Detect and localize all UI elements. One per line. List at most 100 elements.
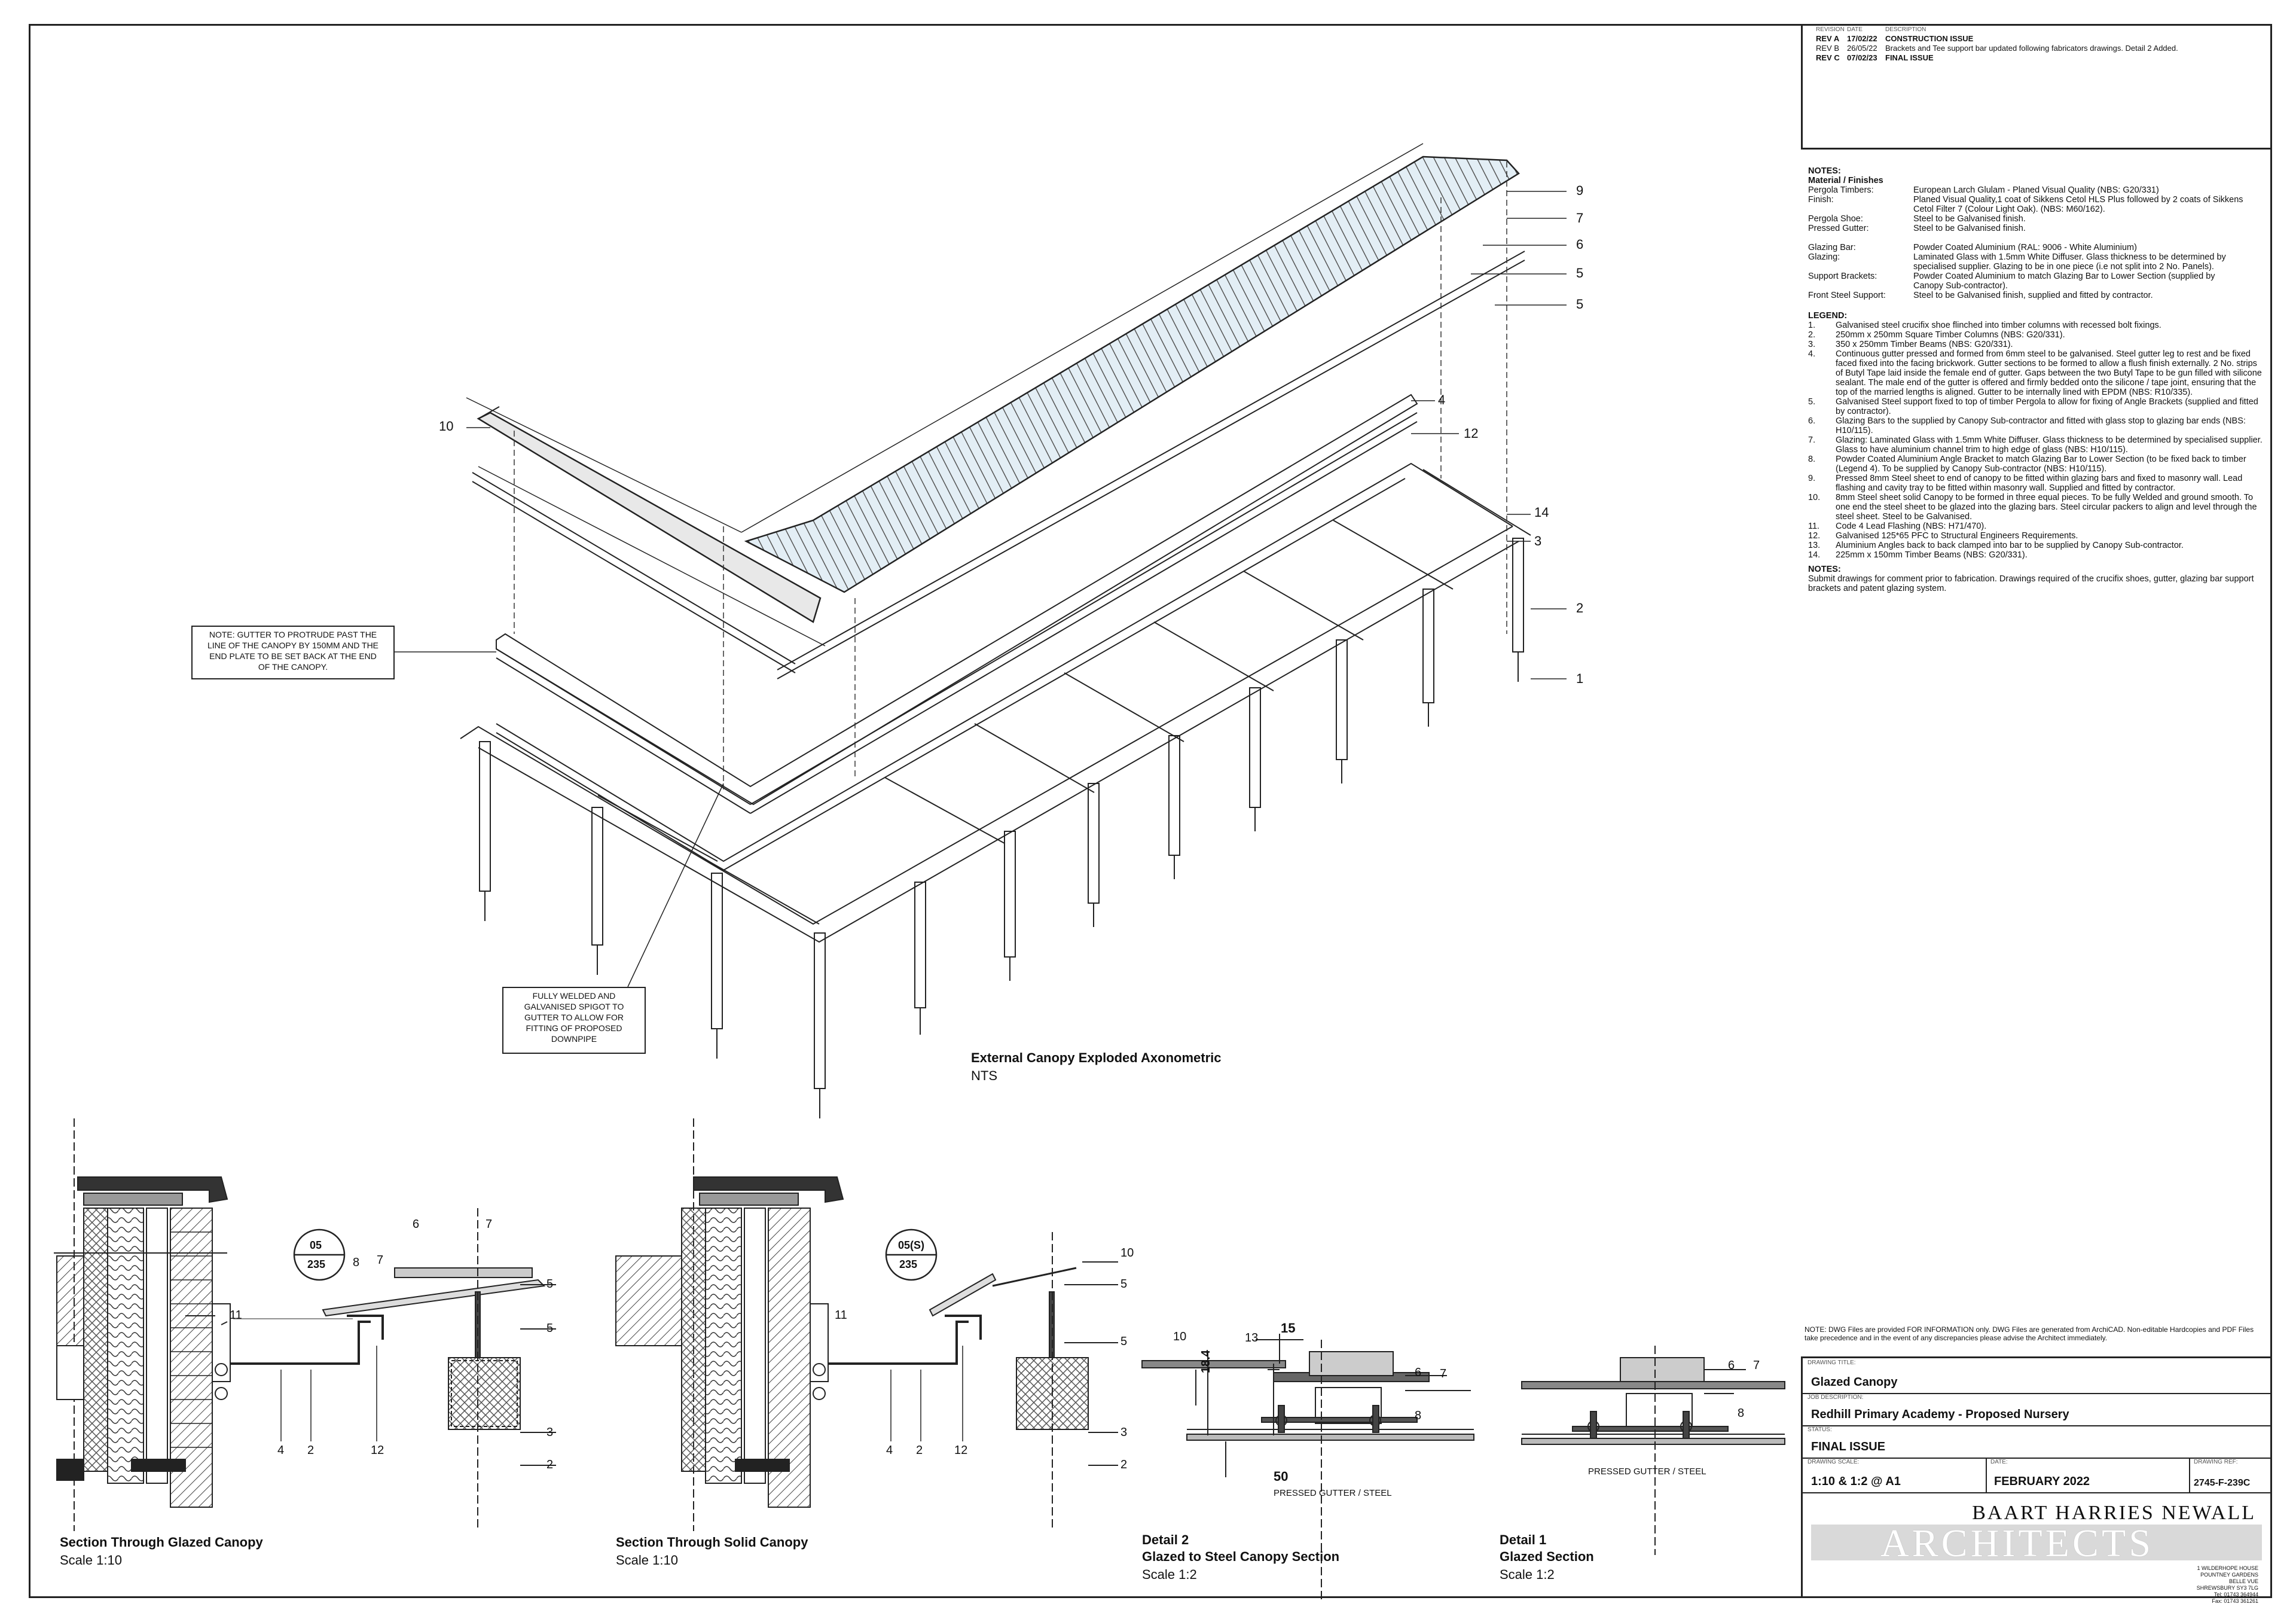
det2-callout-6: 6 xyxy=(1415,1366,1422,1379)
material-row: Canopy Sub-contractor). xyxy=(1913,281,2008,291)
firm-address: 1 WILDERHOPE HOUSE POUNTNEY GARDENS BELL… xyxy=(2196,1565,2258,1604)
material-row: Pressed Gutter:Steel to be Galvanised fi… xyxy=(1808,224,2026,233)
sec2-callout-5b: 5 xyxy=(1120,1335,1128,1348)
axo-callout-10: 10 xyxy=(439,419,454,434)
notes2-text: Submit drawings for comment prior to fab… xyxy=(1808,574,2254,593)
det2-callout-7: 7 xyxy=(1440,1367,1447,1380)
det2-callout-8: 8 xyxy=(1415,1409,1422,1422)
det1-title-1: Detail 1 xyxy=(1500,1532,1547,1547)
legend-item: 3.350 x 250mm Timber Beams (NBS: G20/331… xyxy=(1808,340,2013,349)
firm-logo-word: ARCHITECTS xyxy=(1880,1522,2154,1565)
axo-callout-5b: 5 xyxy=(1576,297,1584,312)
drawing-scale: 1:10 & 1:2 @ A1 xyxy=(1811,1475,1901,1488)
notes2-heading: NOTES: xyxy=(1808,565,1841,574)
tb-job-row: JOB DESCRIPTION: Redhill Primary Academy… xyxy=(1803,1393,2270,1426)
legend-item: 9.Pressed 8mm Steel sheet to end of cano… xyxy=(1808,474,2243,493)
sec2-title: Section Through Solid Canopy xyxy=(616,1535,808,1550)
det1-gutter-label: PRESSED GUTTER / STEEL xyxy=(1588,1466,1706,1477)
section-tags xyxy=(293,1228,938,1281)
status: FINAL ISSUE xyxy=(1811,1440,1886,1453)
section-solid-canopy xyxy=(615,1118,1118,1531)
material-row: Pergola Timbers:European Larch Glulam - … xyxy=(1808,185,2159,195)
tb-status-row: STATUS: FINAL ISSUE xyxy=(1803,1425,2270,1459)
sec2-callout-3: 3 xyxy=(1120,1426,1128,1439)
sec2-callout-5a: 5 xyxy=(1120,1278,1128,1291)
sec2-callout-10: 10 xyxy=(1120,1246,1134,1260)
det2-dim-50: 50 xyxy=(1274,1469,1289,1484)
spigot-note-box: FULLY WELDED AND GALVANISED SPIGOT TO GU… xyxy=(502,987,646,1054)
det2-callout-13: 13 xyxy=(1245,1331,1259,1344)
det2-gutter-label: PRESSED GUTTER / STEEL xyxy=(1274,1488,1392,1498)
det2-callout-10: 10 xyxy=(1173,1330,1187,1343)
job-description: Redhill Primary Academy - Proposed Nurse… xyxy=(1811,1408,2069,1421)
det1-scale: Scale 1:2 xyxy=(1500,1567,1555,1582)
det2-dim-15: 15 xyxy=(1281,1321,1296,1336)
legend-item: 11.Code 4 Lead Flashing (NBS: H71/470). xyxy=(1808,522,1987,531)
material-row: Glazing:Laminated Glass with 1.5mm White… xyxy=(1808,252,2226,262)
axo-callout-2: 2 xyxy=(1576,600,1584,615)
material-row: Cetol Filter 7 (Colour Light Oak). (NBS:… xyxy=(1913,205,2105,214)
legend-item: 7.Glazing: Laminated Glass with 1.5mm Wh… xyxy=(1808,435,2263,455)
legend-item: 6.Glazing Bars to the supplied by Canopy… xyxy=(1808,416,2246,435)
pergola-front-beam xyxy=(460,526,1513,925)
sec1-callout-11: 11 xyxy=(230,1309,242,1322)
det1-title-2: Glazed Section xyxy=(1500,1549,1594,1564)
legend-item: 1.Galvanised steel crucifix shoe flinche… xyxy=(1808,321,2161,330)
revision-row: REV A 17/02/22 CONSTRUCTION ISSUE xyxy=(1816,34,1974,43)
sec1-callout-3: 3 xyxy=(546,1426,554,1439)
axo-callout-14: 14 xyxy=(1534,505,1549,520)
axo-callout-4: 4 xyxy=(1438,392,1446,407)
revision-table: REVISION DATE DESCRIPTION REV A 17/02/22… xyxy=(1801,24,2272,150)
det1-callout-8: 8 xyxy=(1738,1407,1745,1420)
sec2-callout-11: 11 xyxy=(835,1309,847,1322)
sec1-tag-bottom: 235 xyxy=(307,1258,326,1270)
dwg-note: NOTE: DWG Files are provided FOR INFORMA… xyxy=(1805,1325,2254,1342)
sec1-callout-12: 12 xyxy=(371,1444,384,1457)
drawing-title: Glazed Canopy xyxy=(1811,1376,1898,1389)
axo-callout-9: 9 xyxy=(1576,183,1584,198)
drawing-date: FEBRUARY 2022 xyxy=(1994,1475,2090,1488)
revision-row: REV C 07/02/23 FINAL ISSUE xyxy=(1816,53,1934,62)
material-row xyxy=(1808,233,2263,243)
firm-name: BAART HARRIES NEWALL xyxy=(1972,1502,2256,1524)
axo-scale: NTS xyxy=(971,1068,997,1083)
legend-list: 1.Galvanised steel crucifix shoe flinche… xyxy=(1808,321,2263,560)
axo-callout-5a: 5 xyxy=(1576,266,1584,281)
tb-drawing-title-row: DRAWING TITLE: Glazed Canopy xyxy=(1803,1358,2270,1394)
section-glazed-canopy xyxy=(54,1118,556,1531)
det1-callout-6: 6 xyxy=(1728,1359,1735,1372)
legend-item: 2.250mm x 250mm Square Timber Columns (N… xyxy=(1808,330,2065,340)
axo-callout-7: 7 xyxy=(1576,211,1584,225)
material-row: Support Brackets:Powder Coated Aluminium… xyxy=(1808,272,2215,281)
tb-scale-row: DRAWING SCALE: 1:10 & 1:2 @ A1 DATE: FEB… xyxy=(1803,1458,2270,1493)
drawing-ref: 2745-F-239C xyxy=(2194,1478,2251,1488)
sec1-callout-2: 2 xyxy=(307,1444,315,1457)
axo-callout-1: 1 xyxy=(1576,671,1584,686)
det2-scale: Scale 1:2 xyxy=(1142,1567,1197,1582)
axo-callout-3: 3 xyxy=(1534,533,1542,548)
axonometric-view xyxy=(395,143,1567,1118)
legend-item: 12.Galvanised 125*65 PFC to Structural E… xyxy=(1808,531,2078,541)
material-row: Glazing Bar:Powder Coated Aluminium (RAL… xyxy=(1808,243,2137,252)
det2-title-1: Detail 2 xyxy=(1142,1532,1189,1547)
sec1-callout-7b: 7 xyxy=(377,1254,384,1267)
sec1-callout-8: 8 xyxy=(353,1256,360,1269)
det2-title-2: Glazed to Steel Canopy Section xyxy=(1142,1549,1340,1564)
sec2-callout-12: 12 xyxy=(954,1444,968,1457)
legend-item: 8.Powder Coated Aluminium Angle Bracket … xyxy=(1808,455,2246,474)
legend-item: 10.8mm Steel sheet solid Canopy to be fo… xyxy=(1808,493,2257,522)
axo-callout-12: 12 xyxy=(1464,426,1479,441)
detail-1 xyxy=(1521,1346,1785,1555)
material-row: Finish:Planed Visual Quality,1 coat of S… xyxy=(1808,195,2243,205)
sec1-callout-5b: 5 xyxy=(546,1322,554,1335)
sec2-callout-2: 2 xyxy=(916,1444,923,1457)
revision-row: REV B 26/05/22 Brackets and Tee support … xyxy=(1816,44,2178,53)
glazed-canopy-panel xyxy=(744,156,1520,593)
gutter-note-box: NOTE: GUTTER TO PROTRUDE PAST THE LINE O… xyxy=(191,626,395,679)
det1-callout-7: 7 xyxy=(1753,1359,1760,1372)
legend-item: 5.Galvanised Steel support fixed to top … xyxy=(1808,397,2258,416)
sec1-callout-6: 6 xyxy=(413,1218,420,1231)
axo-callout-6: 6 xyxy=(1576,237,1584,252)
legend-heading: LEGEND: xyxy=(1808,311,1848,321)
